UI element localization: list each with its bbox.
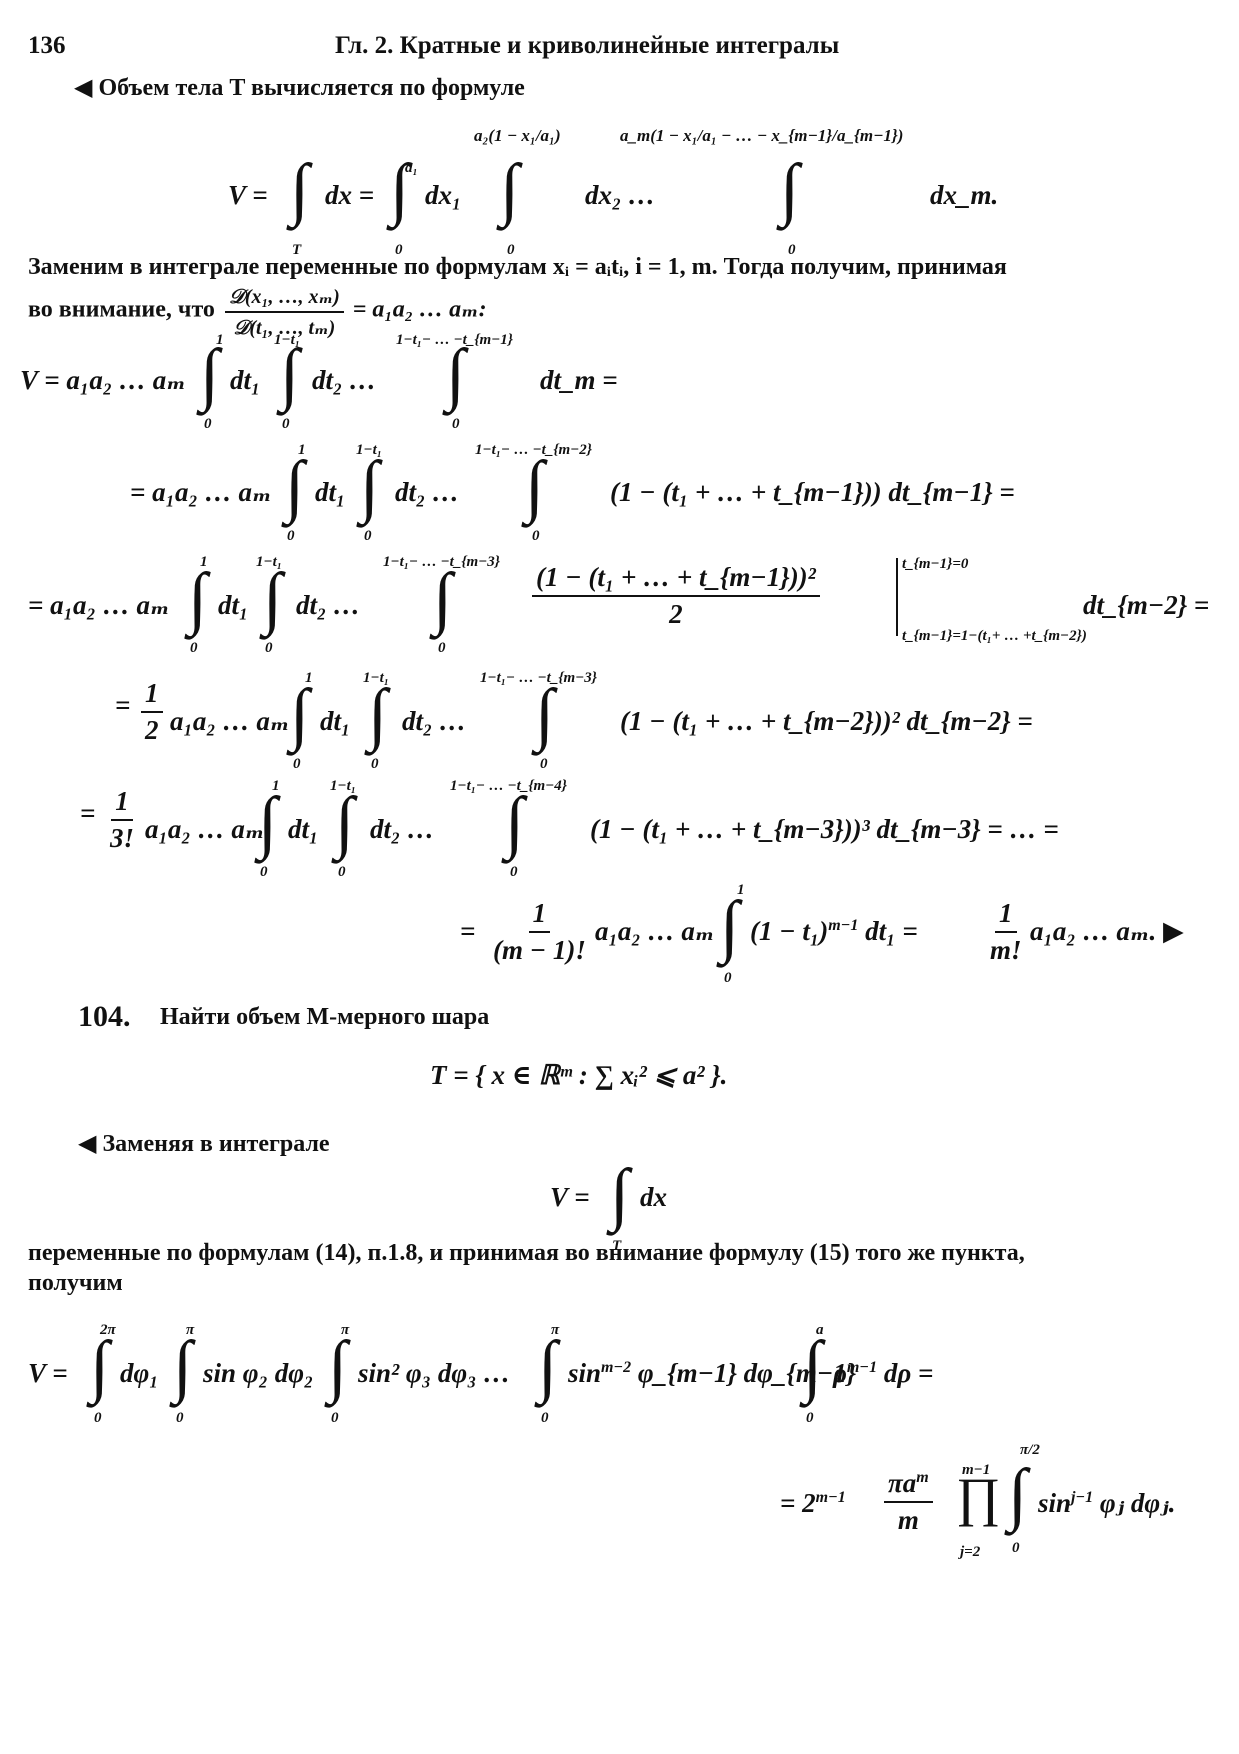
replace-intro: ◀ Заменяя в интеграле — [78, 1131, 330, 1157]
after-text-line2: получим — [28, 1270, 123, 1296]
problem-statement: Найти объем M-мерного шара — [160, 1004, 490, 1030]
change-text-line2: во внимание, что 𝒟(x₁, …, xₘ)𝒟(t₁, …, tₘ… — [28, 286, 487, 339]
volume-integral: V = ∫ T dx — [550, 1156, 667, 1255]
volume-formula: V = ∫ T dx = ∫ a₁ 0 dx₁ a₂(1 − x₁/a₁) ∫ … — [228, 126, 999, 258]
spherical-formula: V = ∫ 2π 0 dφ₁ ∫ π 0 sin φ₂ dφ₂ ∫ π 0 si… — [28, 1322, 934, 1426]
change-text-line1: Заменим в интеграле переменные по формул… — [28, 254, 1007, 280]
set-definition: T = { x ∈ ℝᵐ : ∑ xᵢ² ⩽ a² }. — [430, 1060, 728, 1090]
eq-step-6: = 1(m − 1)! a₁a₂ … aₘ ∫ 1 0 (1 − t₁)m−1 … — [460, 882, 1184, 986]
intro-line: ◀ Объем тела T вычисляется по формуле — [74, 75, 525, 101]
problem-number: 104. — [78, 1000, 131, 1033]
eq-step-1: V = a₁a₂ … aₘ ∫ 1 0 dt₁ ∫ 1−t₁ 0 dt₂ … 1… — [20, 332, 618, 432]
running-title: Гл. 2. Кратные и криволинейные интегралы — [335, 32, 840, 59]
eq-step-3: = a₁a₂ … aₘ ∫ 1 0 dt₁ ∫ 1−t₁ 0 dt₂ … 1−t… — [28, 554, 1210, 656]
after-text-line1: переменные по формулам (14), п.1.8, и пр… — [28, 1240, 1025, 1266]
eq-step-2: = a₁a₂ … aₘ ∫ 1 0 dt₁ ∫ 1−t₁ 0 dt₂ … 1−t… — [130, 442, 1015, 544]
page-number: 136 — [28, 32, 66, 59]
